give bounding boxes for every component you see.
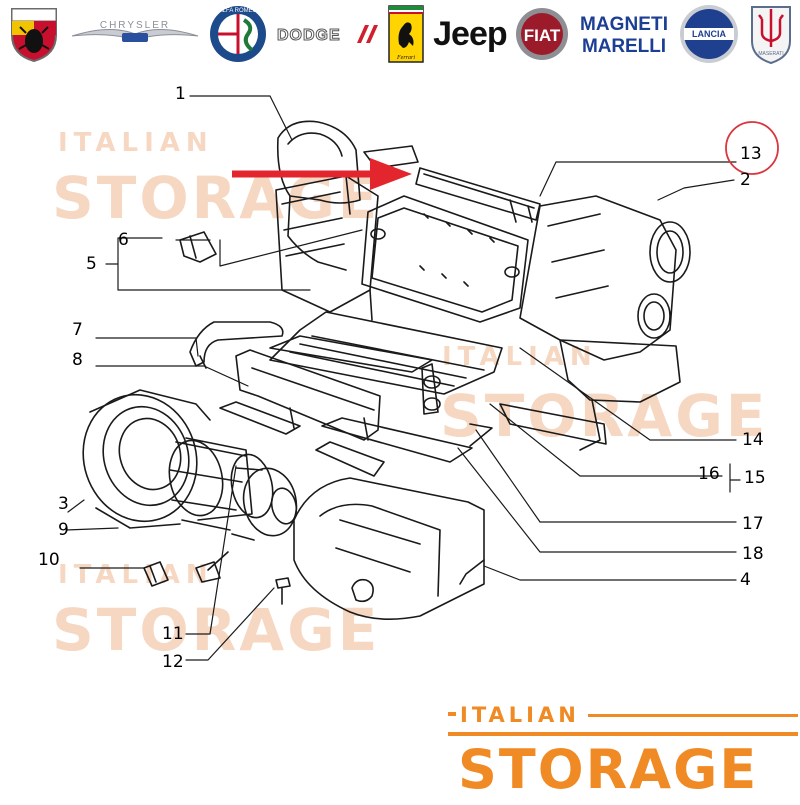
callout-11: 11 [162,624,184,644]
callout-3: 3 [58,494,69,514]
brand-logo-bar: CHRYSLER ALFA ROMEO DODGE Ferrari Jee [0,0,800,68]
callout-14: 14 [742,430,764,450]
callout-16: 16 [698,464,720,484]
part-9-blower-fan [168,437,274,531]
dodge-wordmark: DODGE [277,27,341,44]
callout-7: 7 [72,320,83,340]
footer-logo-line1: ITALIAN [460,703,580,727]
alfa-romeo-logo[interactable]: ALFA ROMEO [208,4,268,64]
red-pointer-arrow [232,158,412,190]
ferrari-wordmark: Ferrari [396,55,415,61]
fiat-wordmark: FIAT [524,26,561,45]
part-6-bracket [179,231,217,263]
part-1-air-intake-duct [276,120,361,271]
dodge-logo[interactable]: DODGE [275,19,379,49]
jeep-logo[interactable]: Jeep [433,15,507,54]
maserati-logo[interactable]: MASERATI [748,3,794,65]
blower-motor [231,467,298,541]
part-12-screw [275,577,291,605]
part-8-seal-strip [235,349,381,441]
jeep-wordmark: Jeep [433,14,507,53]
callout-18: 18 [742,544,764,564]
leader-lines [65,95,741,661]
heater-housing-right-lower [559,339,681,451]
callout-5: 5 [86,254,97,274]
callout-10: 10 [38,550,60,570]
chrysler-wordmark: CHRYSLER [100,20,170,31]
footer-logo-line2: STORAGE [458,738,758,800]
part-17-plate [321,417,493,463]
callout-15: 15 [744,468,766,488]
part-16-frame [269,335,607,445]
part-5-heater-core-frame [361,195,529,323]
chrysler-logo[interactable]: CHRYSLER [70,16,200,52]
fiat-logo[interactable]: FIAT [514,6,570,62]
part-14-heater-radiator [269,311,503,415]
callout-1: 1 [175,84,186,104]
callout-8: 8 [72,350,83,370]
marelli-wordmark: MARELLI [582,36,666,57]
callout-4: 4 [740,570,751,590]
magneti-wordmark: MAGNETI [580,14,668,35]
ferrari-logo[interactable]: Ferrari [387,4,425,64]
part-10-clip [143,561,169,587]
italian-storage-logo: ITALIAN STORAGE [448,700,798,801]
callout-6: 6 [118,230,129,250]
lancia-wordmark: LANCIA [692,29,726,39]
part-11-connector [195,551,229,583]
maserati-wordmark: MASERATI [758,51,783,57]
callout-17: 17 [742,514,764,534]
part-13-flap-seal [415,167,541,223]
callout-13-highlight-circle [725,121,779,175]
callout-9: 9 [58,520,69,540]
callout-13: 13 [740,144,762,164]
part-2-right-housing [519,195,691,361]
abarth-logo[interactable] [6,5,62,63]
callout-2: 2 [740,170,751,190]
callout-12: 12 [162,652,184,672]
seal-strip-small [219,401,301,435]
magneti-marelli-logo[interactable]: MAGNETI MARELLI [578,10,670,58]
alfa-romeo-wordmark: ALFA ROMEO [218,8,257,14]
part-4-blower-housing [293,477,485,620]
lancia-logo[interactable]: LANCIA [678,3,740,65]
part-18-strip [315,441,385,477]
heater-blower-exploded-diagram [65,95,779,661]
